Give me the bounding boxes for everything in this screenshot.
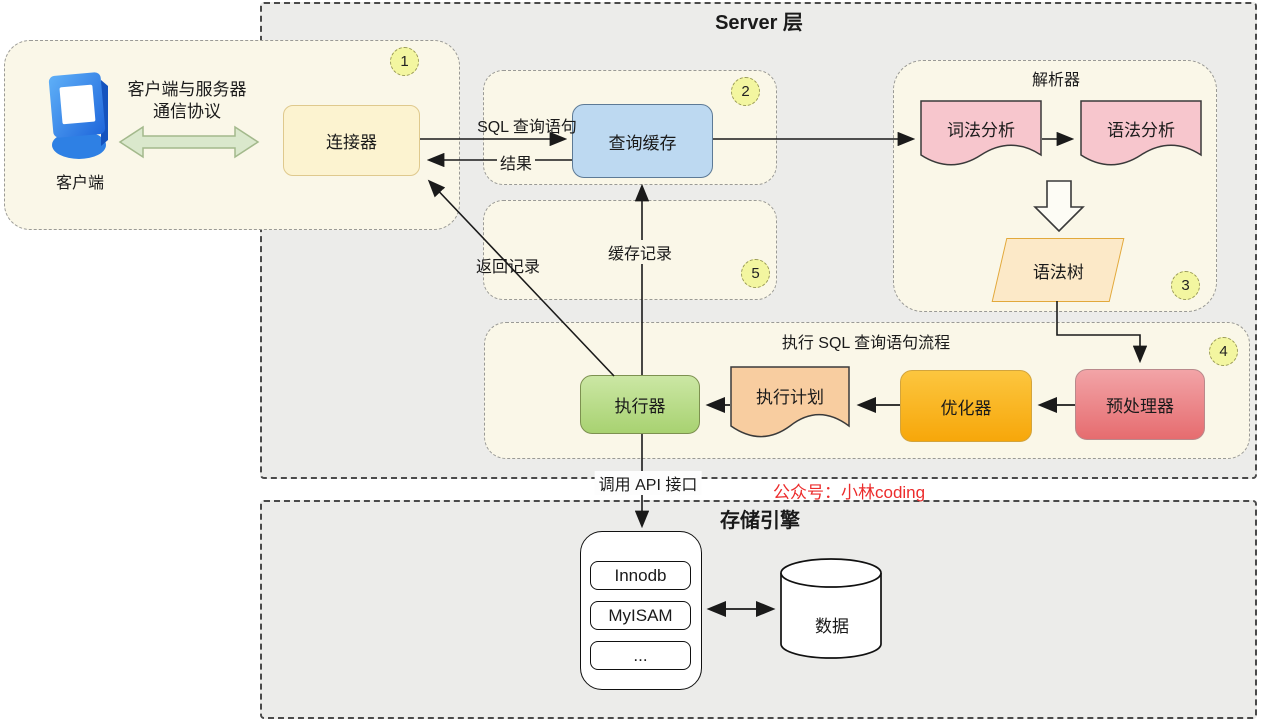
- step-badge-5: 5: [741, 259, 770, 288]
- document-shape-icon: [730, 366, 850, 438]
- protocol-line1: 客户端与服务器: [127, 80, 247, 99]
- cylinder-icon: [780, 558, 882, 659]
- preprocessor-node: 预处理器: [1075, 369, 1205, 440]
- client-monitor-icon: [45, 66, 115, 167]
- exec-plan-node: 执行计划: [730, 366, 850, 444]
- data-cylinder-node: [780, 558, 882, 660]
- other-engines-item: ...: [590, 641, 691, 670]
- storage-engine-title: 存储引擎: [720, 510, 800, 532]
- syntax-tree-label: 语法树: [1032, 262, 1084, 282]
- watermark-text: 公众号：小林coding: [773, 483, 926, 502]
- server-layer-title: Server 层: [715, 12, 803, 34]
- syntax-analysis-label: 语法分析: [1107, 120, 1175, 140]
- syntax-tree-node: 语法树: [991, 238, 1125, 302]
- lexical-analysis-label: 词法分析: [947, 120, 1015, 140]
- sql-query-label: SQL 查询语句: [477, 119, 577, 136]
- exec-flow-title: 执行 SQL 查询语句流程: [781, 335, 951, 352]
- connector-node: 连接器: [283, 105, 420, 176]
- protocol-line2: 通信协议: [153, 102, 221, 121]
- query-cache-node: 查询缓存: [572, 104, 713, 178]
- innodb-item: Innodb: [590, 561, 691, 590]
- syntax-analysis-node: 语法分析: [1080, 100, 1202, 172]
- protocol-label: 客户端与服务器 通信协议: [128, 79, 247, 123]
- result-label: 结果: [496, 150, 536, 174]
- exec-plan-label: 执行计划: [756, 388, 824, 408]
- executor-node: 执行器: [580, 375, 700, 434]
- step-badge-4: 4: [1209, 337, 1238, 366]
- document-shape-icon: [1080, 100, 1202, 166]
- lexical-analysis-node: 词法分析: [920, 100, 1042, 172]
- step-badge-2: 2: [731, 77, 760, 106]
- call-api-label: 调用 API 接口: [594, 471, 702, 495]
- cache-record-label: 缓存记录: [604, 240, 676, 264]
- optimizer-node: 优化器: [900, 370, 1032, 442]
- document-shape-icon: [920, 100, 1042, 166]
- data-label: 数据: [815, 617, 849, 636]
- return-record-label: 返回记录: [475, 259, 541, 276]
- step-badge-3: 3: [1171, 271, 1200, 300]
- parser-title: 解析器: [1031, 72, 1081, 89]
- myisam-item: MyISAM: [590, 601, 691, 630]
- step-badge-1: 1: [390, 47, 419, 76]
- client-label: 客户端: [55, 175, 105, 192]
